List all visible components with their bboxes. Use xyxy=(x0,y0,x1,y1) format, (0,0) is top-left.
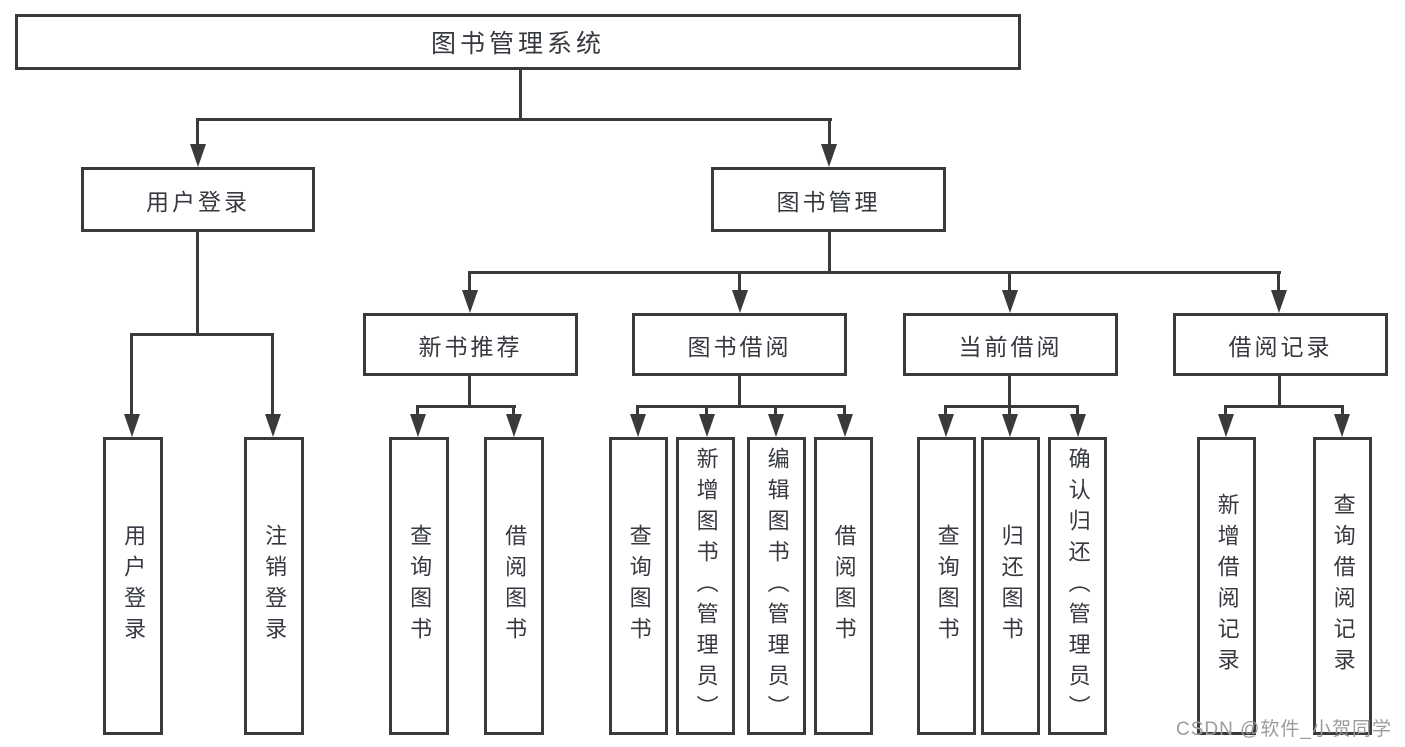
node-leaf-cb-query-label: 查询图书 xyxy=(934,524,960,648)
node-leaf-nb-query: 查询图书 xyxy=(389,437,449,735)
edge-line-user-login-branch xyxy=(130,333,274,336)
arrow-down-icon xyxy=(265,414,281,437)
edge-line-drop-borrow-records xyxy=(1277,271,1280,295)
node-new-books: 新书推荐 xyxy=(363,313,578,376)
node-leaf-bb-borrow-label: 借阅图书 xyxy=(831,524,857,648)
node-leaf-bb-query: 查询图书 xyxy=(609,437,668,735)
arrow-down-icon xyxy=(1334,414,1350,437)
edge-line-drop-cb-return xyxy=(1008,405,1011,419)
node-leaf-bb-borrow: 借阅图书 xyxy=(814,437,873,735)
node-borrow-records: 借阅记录 xyxy=(1173,313,1388,376)
edge-line-drop-user-login xyxy=(196,118,199,150)
node-leaf-bb-edit-label: 编辑图书（管理员） xyxy=(764,446,790,726)
node-book-mgmt-label: 图书管理 xyxy=(776,188,881,215)
node-leaf-nb-query-label: 查询图书 xyxy=(407,524,433,648)
node-leaf-user-login-label: 用户登录 xyxy=(121,524,147,648)
edge-line-new-books-branch xyxy=(416,405,516,408)
node-leaf-cb-return-label: 归还图书 xyxy=(998,524,1024,648)
node-new-books-label: 新书推荐 xyxy=(418,333,523,360)
node-current-borrow: 当前借阅 xyxy=(903,313,1118,376)
edge-line-borrow-records-branch xyxy=(1224,405,1344,408)
edge-line-borrow-records-trunk xyxy=(1278,376,1281,408)
arrow-down-icon xyxy=(506,414,522,437)
arrow-down-icon xyxy=(462,290,478,313)
arrow-down-icon xyxy=(699,414,715,437)
edge-line-drop-new-books xyxy=(468,271,471,295)
edge-line-new-books-trunk xyxy=(468,376,471,408)
node-leaf-bb-add-label: 新增图书（管理员） xyxy=(693,446,719,726)
edge-line-drop-bb-edit xyxy=(774,405,777,419)
edge-line-current-borrow-branch xyxy=(944,405,1079,408)
edge-line-current-borrow-trunk xyxy=(1008,376,1011,408)
arrow-down-icon xyxy=(938,414,954,437)
edge-line-drop-current-borrow xyxy=(1008,271,1011,295)
arrow-down-icon xyxy=(190,144,206,167)
edge-line-drop-nb-query xyxy=(416,405,419,419)
edge-line-book-mgmt-trunk xyxy=(828,232,831,274)
arrow-down-icon xyxy=(410,414,426,437)
edge-line-drop-bb-query xyxy=(636,405,639,419)
node-leaf-user-login: 用户登录 xyxy=(103,437,163,735)
node-leaf-br-query: 查询借阅记录 xyxy=(1313,437,1372,735)
edge-line-drop-cb-query xyxy=(944,405,947,419)
arrow-down-icon xyxy=(1271,290,1287,313)
edge-line-level2-branch xyxy=(196,118,832,121)
node-user-login-label: 用户登录 xyxy=(146,188,250,215)
edge-line-drop-bb-add xyxy=(705,405,708,419)
edge-line-drop-book-mgmt xyxy=(828,118,831,150)
edge-line-user-login-trunk xyxy=(196,232,199,336)
arrow-down-icon xyxy=(768,414,784,437)
edge-line-drop-login-leaf xyxy=(130,333,133,417)
arrow-down-icon xyxy=(1002,290,1018,313)
node-leaf-br-query-label: 查询借阅记录 xyxy=(1330,493,1356,679)
node-leaf-cb-return: 归还图书 xyxy=(981,437,1040,735)
node-book-borrow: 图书借阅 xyxy=(632,313,847,376)
node-leaf-logout-label: 注销登录 xyxy=(262,524,288,648)
node-leaf-nb-borrow: 借阅图书 xyxy=(484,437,544,735)
edge-line-drop-nb-borrow xyxy=(512,405,515,419)
arrow-down-icon xyxy=(821,144,837,167)
node-leaf-cb-query: 查询图书 xyxy=(917,437,976,735)
node-leaf-bb-add: 新增图书（管理员） xyxy=(676,437,735,735)
edge-line-drop-bb-borrow xyxy=(843,405,846,419)
arrow-down-icon xyxy=(630,414,646,437)
node-leaf-bb-edit: 编辑图书（管理员） xyxy=(747,437,806,735)
arrow-down-icon xyxy=(124,414,140,437)
node-leaf-nb-borrow-label: 借阅图书 xyxy=(502,524,528,648)
node-book-mgmt: 图书管理 xyxy=(711,167,946,232)
edge-line-drop-br-query xyxy=(1341,405,1344,419)
node-book-borrow-label: 图书借阅 xyxy=(687,333,792,360)
edge-line-drop-book-borrow xyxy=(738,271,741,295)
arrow-down-icon xyxy=(837,414,853,437)
arrow-down-icon xyxy=(1070,414,1086,437)
node-current-borrow-label: 当前借阅 xyxy=(958,333,1063,360)
node-leaf-cb-confirm-label: 确认归还（管理员） xyxy=(1065,446,1091,726)
node-leaf-cb-confirm: 确认归还（管理员） xyxy=(1048,437,1107,735)
edge-line-root-trunk xyxy=(519,69,522,121)
arrow-down-icon xyxy=(732,290,748,313)
node-leaf-br-add: 新增借阅记录 xyxy=(1197,437,1256,735)
edge-line-drop-br-add xyxy=(1224,405,1227,419)
node-user-login: 用户登录 xyxy=(81,167,315,232)
arrow-down-icon xyxy=(1002,414,1018,437)
edge-line-drop-logout-leaf xyxy=(271,333,274,417)
node-leaf-br-add-label: 新增借阅记录 xyxy=(1214,493,1240,679)
node-borrow-records-label: 借阅记录 xyxy=(1228,333,1333,360)
edge-line-book-borrow-branch xyxy=(636,405,846,408)
arrow-down-icon xyxy=(1218,414,1234,437)
csdn-watermark: CSDN @软件_小贺同学 xyxy=(1176,719,1392,740)
node-root-label: 图书管理系统 xyxy=(430,30,605,58)
edge-line-level3-branch xyxy=(468,271,1281,274)
node-leaf-bb-query-label: 查询图书 xyxy=(626,524,652,648)
edge-line-book-borrow-trunk xyxy=(738,376,741,408)
node-leaf-logout: 注销登录 xyxy=(244,437,304,735)
edge-line-drop-cb-confirm xyxy=(1076,405,1079,419)
node-root: 图书管理系统 xyxy=(15,14,1021,70)
